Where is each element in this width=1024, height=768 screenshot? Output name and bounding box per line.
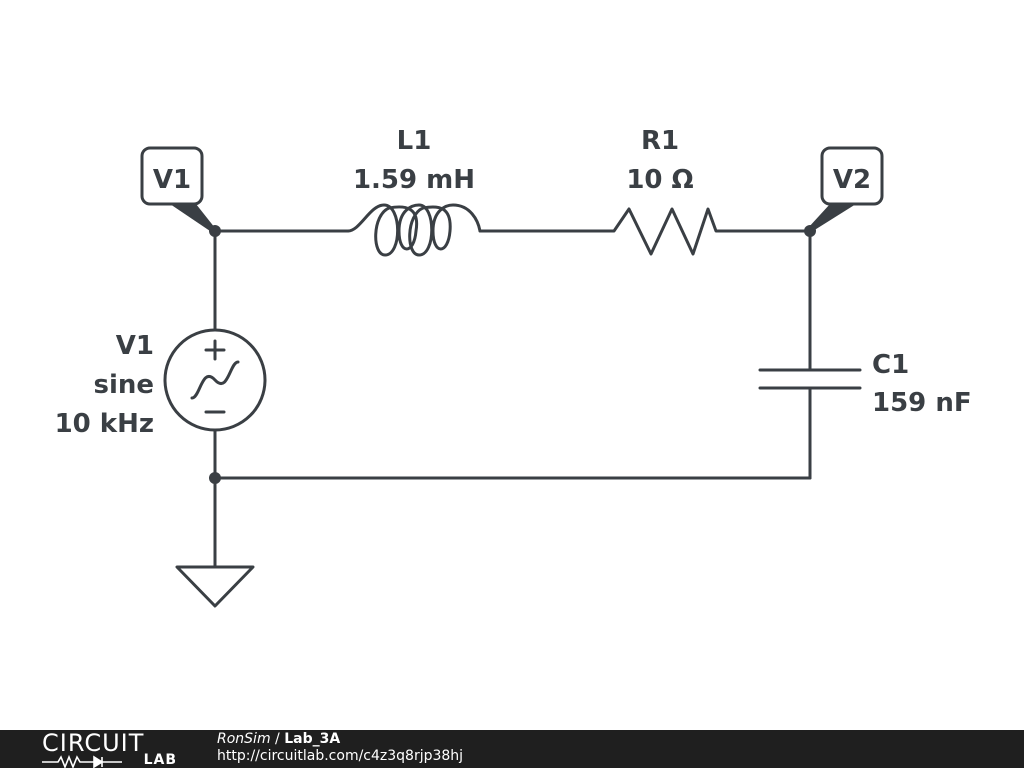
project-link[interactable]: Lab_3A: [284, 731, 341, 747]
resistor-value: 10 Ω: [626, 165, 693, 195]
logo-text-lab: LAB: [143, 752, 177, 768]
source-type: sine: [93, 370, 154, 400]
sine-wave-icon: [190, 360, 240, 400]
ground-symbol: [175, 565, 255, 608]
resistor-r1: [603, 207, 731, 256]
author-link[interactable]: RonSim: [217, 731, 271, 747]
probe-v2[interactable]: V2: [808, 146, 884, 231]
resistor-name: R1: [641, 126, 679, 156]
circuit-meta: RonSim / Lab_3A http://circuitlab.com/c4…: [217, 731, 463, 765]
source-frequency: 10 kHz: [55, 409, 154, 439]
circuit-schematic: V1 V2 L1 1.59 mH R1 10 Ω C1 159 nF V1 si…: [55, 126, 972, 608]
probe-v1[interactable]: V1: [140, 146, 215, 231]
inductor-name: L1: [397, 126, 432, 156]
source-name: V1: [116, 331, 154, 361]
logo-text-circuit: CIRCUIT: [42, 729, 145, 757]
logo-resistor-diode-icon: [42, 754, 122, 768]
circuitlab-logo[interactable]: CIRCUIT LAB: [42, 730, 177, 768]
inductor-l1: [346, 203, 482, 257]
node-dot-bottom-left: [209, 472, 221, 484]
footer-bar: CIRCUIT LAB RonSim / Lab_3A http://circu…: [0, 730, 1024, 768]
capacitor-value: 159 nF: [872, 388, 972, 418]
capacitor-name: C1: [872, 350, 909, 380]
inductor-value: 1.59 mH: [353, 165, 475, 195]
circuit-url[interactable]: http://circuitlab.com/c4z3q8rjp38hj: [217, 748, 464, 764]
breadcrumb-separator: /: [270, 731, 285, 747]
breadcrumb: RonSim / Lab_3A: [217, 731, 463, 748]
probe-v1-label: V1: [153, 165, 191, 195]
probe-v2-label: V2: [833, 165, 871, 195]
